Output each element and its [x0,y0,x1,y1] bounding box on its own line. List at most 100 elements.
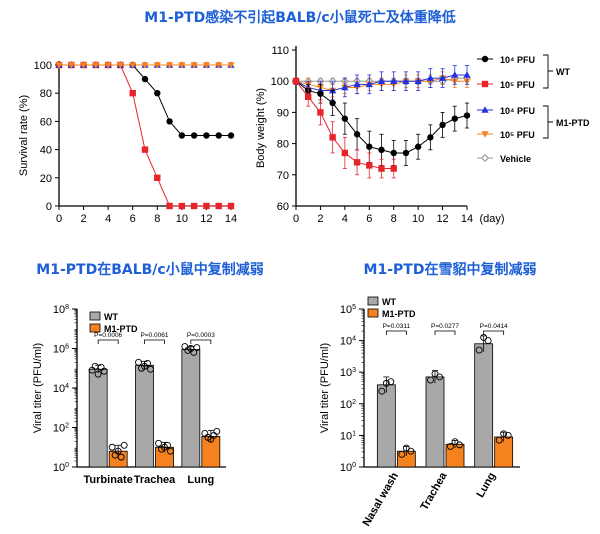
data-point-ptd_high [153,62,161,69]
y-tick-label: 20 [40,173,52,185]
data-point [193,344,201,351]
x-category-label: Nasal wash [361,470,401,528]
data-point-ptd_high [190,62,198,69]
data-point-ptd_low [353,80,361,88]
p-value-label: P=0.0311 [383,323,411,330]
p-value-bracket [385,330,407,335]
y-tick-label: 110 [271,45,289,57]
data-point [147,365,154,373]
data-point-wt_high [215,202,222,210]
data-point [398,450,406,458]
data-point-wt_low [141,75,149,83]
data-point-ptd_low [402,77,410,84]
bar-wt-1 [135,364,154,468]
data-point-wt_low [451,115,458,122]
data-point-wt_low [215,132,222,139]
data-point-wt_low [317,90,324,97]
data-point-wt_high [292,78,300,85]
data-point-ptd_high [79,62,88,69]
legend-marker-wt_low [481,55,489,63]
legend-marker-ptd_low [481,106,489,113]
data-point-ptd_high [92,62,100,69]
x-tick-label: 14 [225,213,237,225]
legend-swatch-m1-ptd [367,308,379,318]
data-point-wt_low [366,143,373,150]
y-tick-label: 100 [340,462,356,474]
ferret-titer-title: M1-PTD在雪貂中复制减弱 [364,261,537,278]
data-point-wt_high [227,202,235,210]
x-tick-label: 2 [81,213,87,225]
y-tick-label: 103 [340,367,356,379]
legend-swatch-wt [367,296,379,306]
data-point-wt_low [154,90,161,97]
data-point-ptd_low [451,71,459,78]
data-point-ptd_low [438,74,447,81]
data-point-wt_high [353,159,361,166]
data-point [484,337,492,345]
y-tick-label: 102 [53,423,69,435]
data-point-wt_high [178,202,186,210]
data-point-ptd_high [55,62,63,69]
bar-wt-1 [425,376,445,468]
x-tick-label: 4 [105,213,111,225]
bar-wt-2 [474,343,494,468]
y-tick-label: 108 [53,304,69,316]
mouse-titer-title: M1-PTD在BALB/c小鼠中复制减弱 [36,261,263,278]
y-tick-label: 104 [53,383,69,395]
y-tick-label: 106 [53,344,69,356]
x-category-label: Trachea [418,470,450,513]
x-tick-label: 10 [412,213,424,225]
x-category-label: Turbinate [84,474,133,486]
data-point-wt_high [317,109,324,116]
p-value-label: P=0.0006 [94,332,122,339]
data-point-ptd_low [390,77,398,84]
data-point-wt_low [378,146,385,154]
data-point-wt_low [166,118,173,125]
legend-label-vehicle: Vehicle [500,154,531,164]
x-tick-label: 4 [342,213,348,225]
x-tick-label: 6 [130,213,136,225]
main-title: M1-PTD感染不引起BALB/c小鼠死亡及体重降低 [144,9,455,26]
y-tick-label: 40 [40,145,52,157]
data-point [135,358,142,366]
legend-label-wt: WT [104,312,118,322]
y-axis-label: Viral titer (PFU/ml) [32,343,44,433]
x-category-label: Lung [187,474,214,486]
x-tick-label: 8 [154,213,160,225]
x-tick-label: 6 [366,213,372,225]
y-tick-label: 90 [277,107,289,119]
data-point-ptd_high [165,62,174,69]
legend-marker-vehicle [480,153,490,163]
y-axis-label: Body weight (%) [255,88,267,168]
data-point-wt_low [402,149,410,157]
data-point [504,431,512,439]
y-tick-label: 102 [340,399,356,411]
data-point [451,438,459,446]
data-point-ptd_high [202,62,211,69]
bar-wt-2 [181,349,201,468]
data-point-wt_high [166,202,173,210]
data-point-ptd_high [104,62,112,69]
y-axis-label: Survival rate (%) [18,95,30,176]
data-point-wt_high [154,174,161,181]
data-point [387,378,395,386]
data-point-wt_low [227,132,235,139]
data-point-ptd_low [377,77,386,84]
data-point-wt_high [141,146,149,153]
data-point-wt_high [366,162,373,169]
data-point [431,370,439,378]
p-value-label: P=0.0061 [140,332,168,339]
data-point [427,376,434,384]
y-tick-label: 80 [277,139,289,151]
y-tick-label: 70 [277,170,289,182]
data-point [500,430,508,438]
data-point [144,359,151,367]
data-point-wt_high [305,93,312,100]
data-point-ptd_high [141,62,149,69]
x-axis-label: (day) [479,213,504,225]
data-point [120,441,128,449]
legend-marker-ptd_high [481,131,489,138]
data-point-ptd_high [129,62,137,69]
